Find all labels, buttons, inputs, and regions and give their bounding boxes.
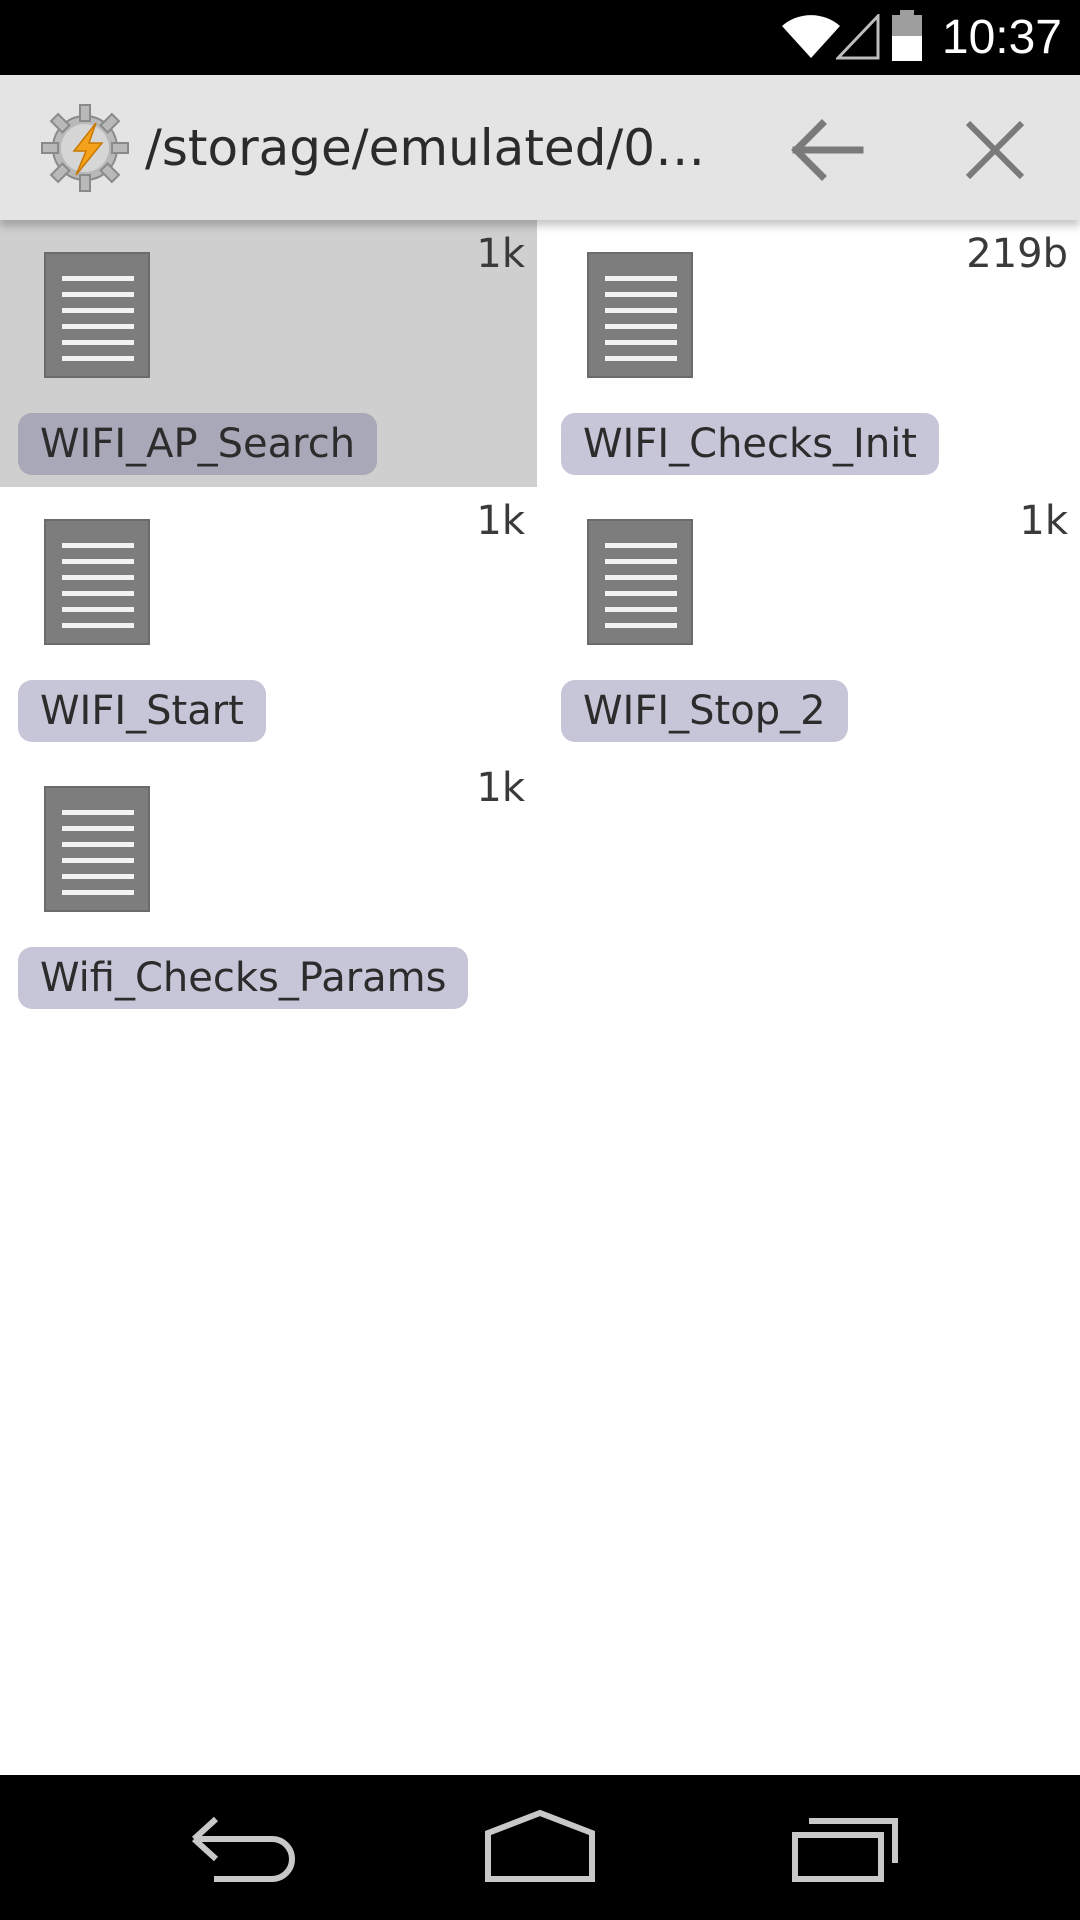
file-item-wifi-stop-2[interactable]: 1k WIFI_Stop_2: [543, 487, 1080, 754]
file-size: 1k: [476, 765, 525, 811]
nav-back-button[interactable]: [180, 1803, 300, 1893]
file-size: 1k: [476, 231, 525, 277]
battery-icon: [892, 10, 922, 61]
nav-recents-icon: [792, 1818, 898, 1882]
nav-back-icon: [191, 1816, 295, 1882]
status-bar: 10:37: [0, 0, 1080, 75]
close-icon: [965, 120, 1025, 180]
file-size: 1k: [1019, 498, 1068, 544]
close-button[interactable]: [950, 105, 1040, 195]
title-bar: /storage/emulated/0/...: [0, 75, 1080, 220]
file-name: WIFI_Start: [18, 680, 266, 742]
nav-recents-button[interactable]: [785, 1803, 905, 1893]
status-time: 10:37: [941, 11, 1062, 64]
document-icon: [587, 519, 693, 645]
file-name: WIFI_AP_Search: [18, 413, 378, 475]
back-button[interactable]: [782, 105, 872, 195]
file-name: Wifi_Checks_Params: [18, 947, 469, 1009]
document-icon: [44, 252, 150, 378]
file-size: 219b: [966, 231, 1068, 277]
file-item-wifi-ap-search[interactable]: 1k WIFI_AP_Search: [0, 220, 537, 487]
nav-home-icon: [485, 1809, 595, 1882]
nav-home-button[interactable]: [480, 1803, 600, 1893]
cell-signal-icon: [836, 14, 880, 60]
file-size: 1k: [476, 498, 525, 544]
document-icon: [587, 252, 693, 378]
arrow-left-icon: [791, 119, 864, 181]
file-name: WIFI_Checks_Init: [561, 413, 939, 475]
current-path: /storage/emulated/0/...: [145, 119, 715, 177]
navigation-bar: [0, 1775, 1080, 1920]
file-item-wifi-checks-init[interactable]: 219b WIFI_Checks_Init: [543, 220, 1080, 487]
document-icon: [44, 519, 150, 645]
file-name: WIFI_Stop_2: [561, 680, 848, 742]
document-icon: [44, 786, 150, 912]
wifi-icon: [782, 15, 840, 58]
file-item-wifi-checks-params[interactable]: 1k Wifi_Checks_Params: [0, 754, 537, 1021]
file-item-wifi-start[interactable]: 1k WIFI_Start: [0, 487, 537, 754]
tasker-gear-bolt-icon: [41, 104, 129, 192]
